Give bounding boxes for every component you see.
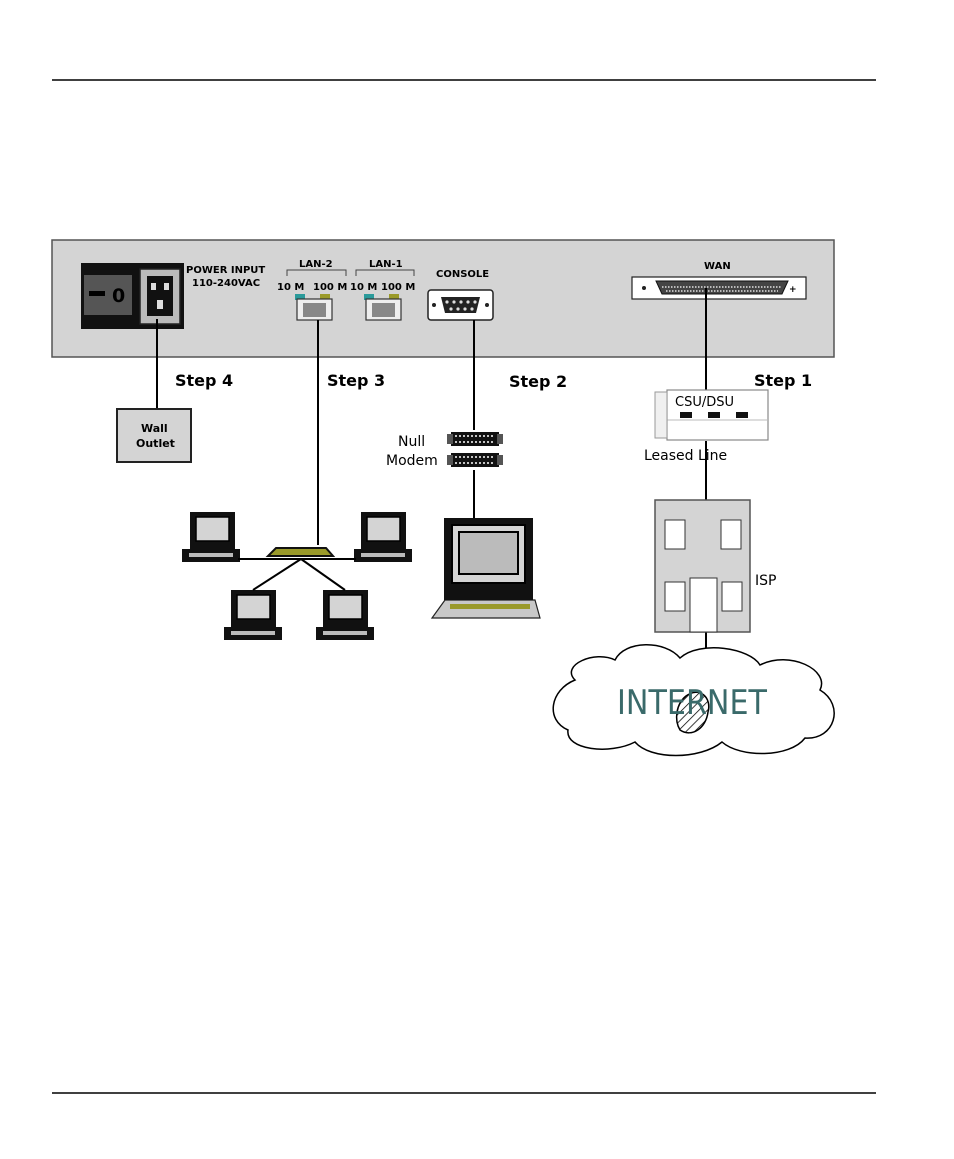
lan2-led-100	[320, 294, 330, 300]
step1-label: Step 1	[754, 371, 812, 390]
lan-pc-top-right	[354, 512, 412, 562]
wall-outlet: Wall Outlet	[116, 408, 192, 463]
lan-pc-bottom-left	[224, 590, 282, 640]
power-voltage-label: 110-240VAC	[192, 278, 260, 289]
lan2-speed-10: 10 M	[277, 282, 304, 293]
lan2-port-group: LAN-2 10 M 100 M	[277, 259, 347, 321]
network-hub	[265, 547, 336, 557]
power-inlet	[139, 268, 181, 325]
null-modem-adapter	[447, 430, 503, 470]
lan-pc-top-left	[182, 512, 240, 562]
lan1-led-10	[364, 294, 374, 300]
step3-label: Step 3	[327, 371, 385, 390]
step2-label: Step 2	[509, 372, 567, 391]
lan1-label: LAN-1	[369, 259, 403, 270]
leased-line-label: Leased Line	[644, 448, 727, 464]
internet-cloud: INTERNET	[552, 644, 835, 757]
step4-label: Step 4	[175, 371, 233, 390]
console-port-group: CONSOLE	[427, 269, 494, 321]
lan2-led-10	[295, 294, 305, 300]
wan-port-group: WAN +	[631, 261, 807, 300]
console-terminal	[430, 518, 541, 619]
wall-outlet-line2: Outlet	[136, 437, 175, 450]
lan1-port-group: LAN-1 10 M 100 M	[350, 259, 415, 321]
wall-outlet-line1: Wall	[141, 422, 168, 435]
lan2-label: LAN-2	[299, 259, 333, 270]
lan-wiring	[238, 558, 356, 591]
null-modem-line2: Modem	[386, 453, 438, 469]
csu-dsu-device: CSU/DSU	[654, 389, 769, 441]
internet-label: INTERNET	[617, 683, 767, 723]
isp-label: ISP	[755, 573, 776, 589]
lan1-speed-10: 10 M	[350, 282, 377, 293]
lan1-led-100	[389, 294, 399, 300]
isp-building	[654, 499, 751, 633]
power-input-label: POWER INPUT	[186, 265, 265, 276]
wan-label: WAN	[704, 261, 731, 272]
svg-text:+: +	[789, 285, 797, 295]
lan2-speed-100: 100 M	[313, 282, 347, 293]
switch-glyph: 0	[112, 285, 125, 307]
csu-dsu-label: CSU/DSU	[675, 395, 734, 410]
lan-pc-bottom-right	[316, 590, 374, 640]
lan1-speed-100: 100 M	[381, 282, 415, 293]
console-label: CONSOLE	[436, 269, 489, 280]
null-modem-line1: Null	[398, 434, 425, 450]
